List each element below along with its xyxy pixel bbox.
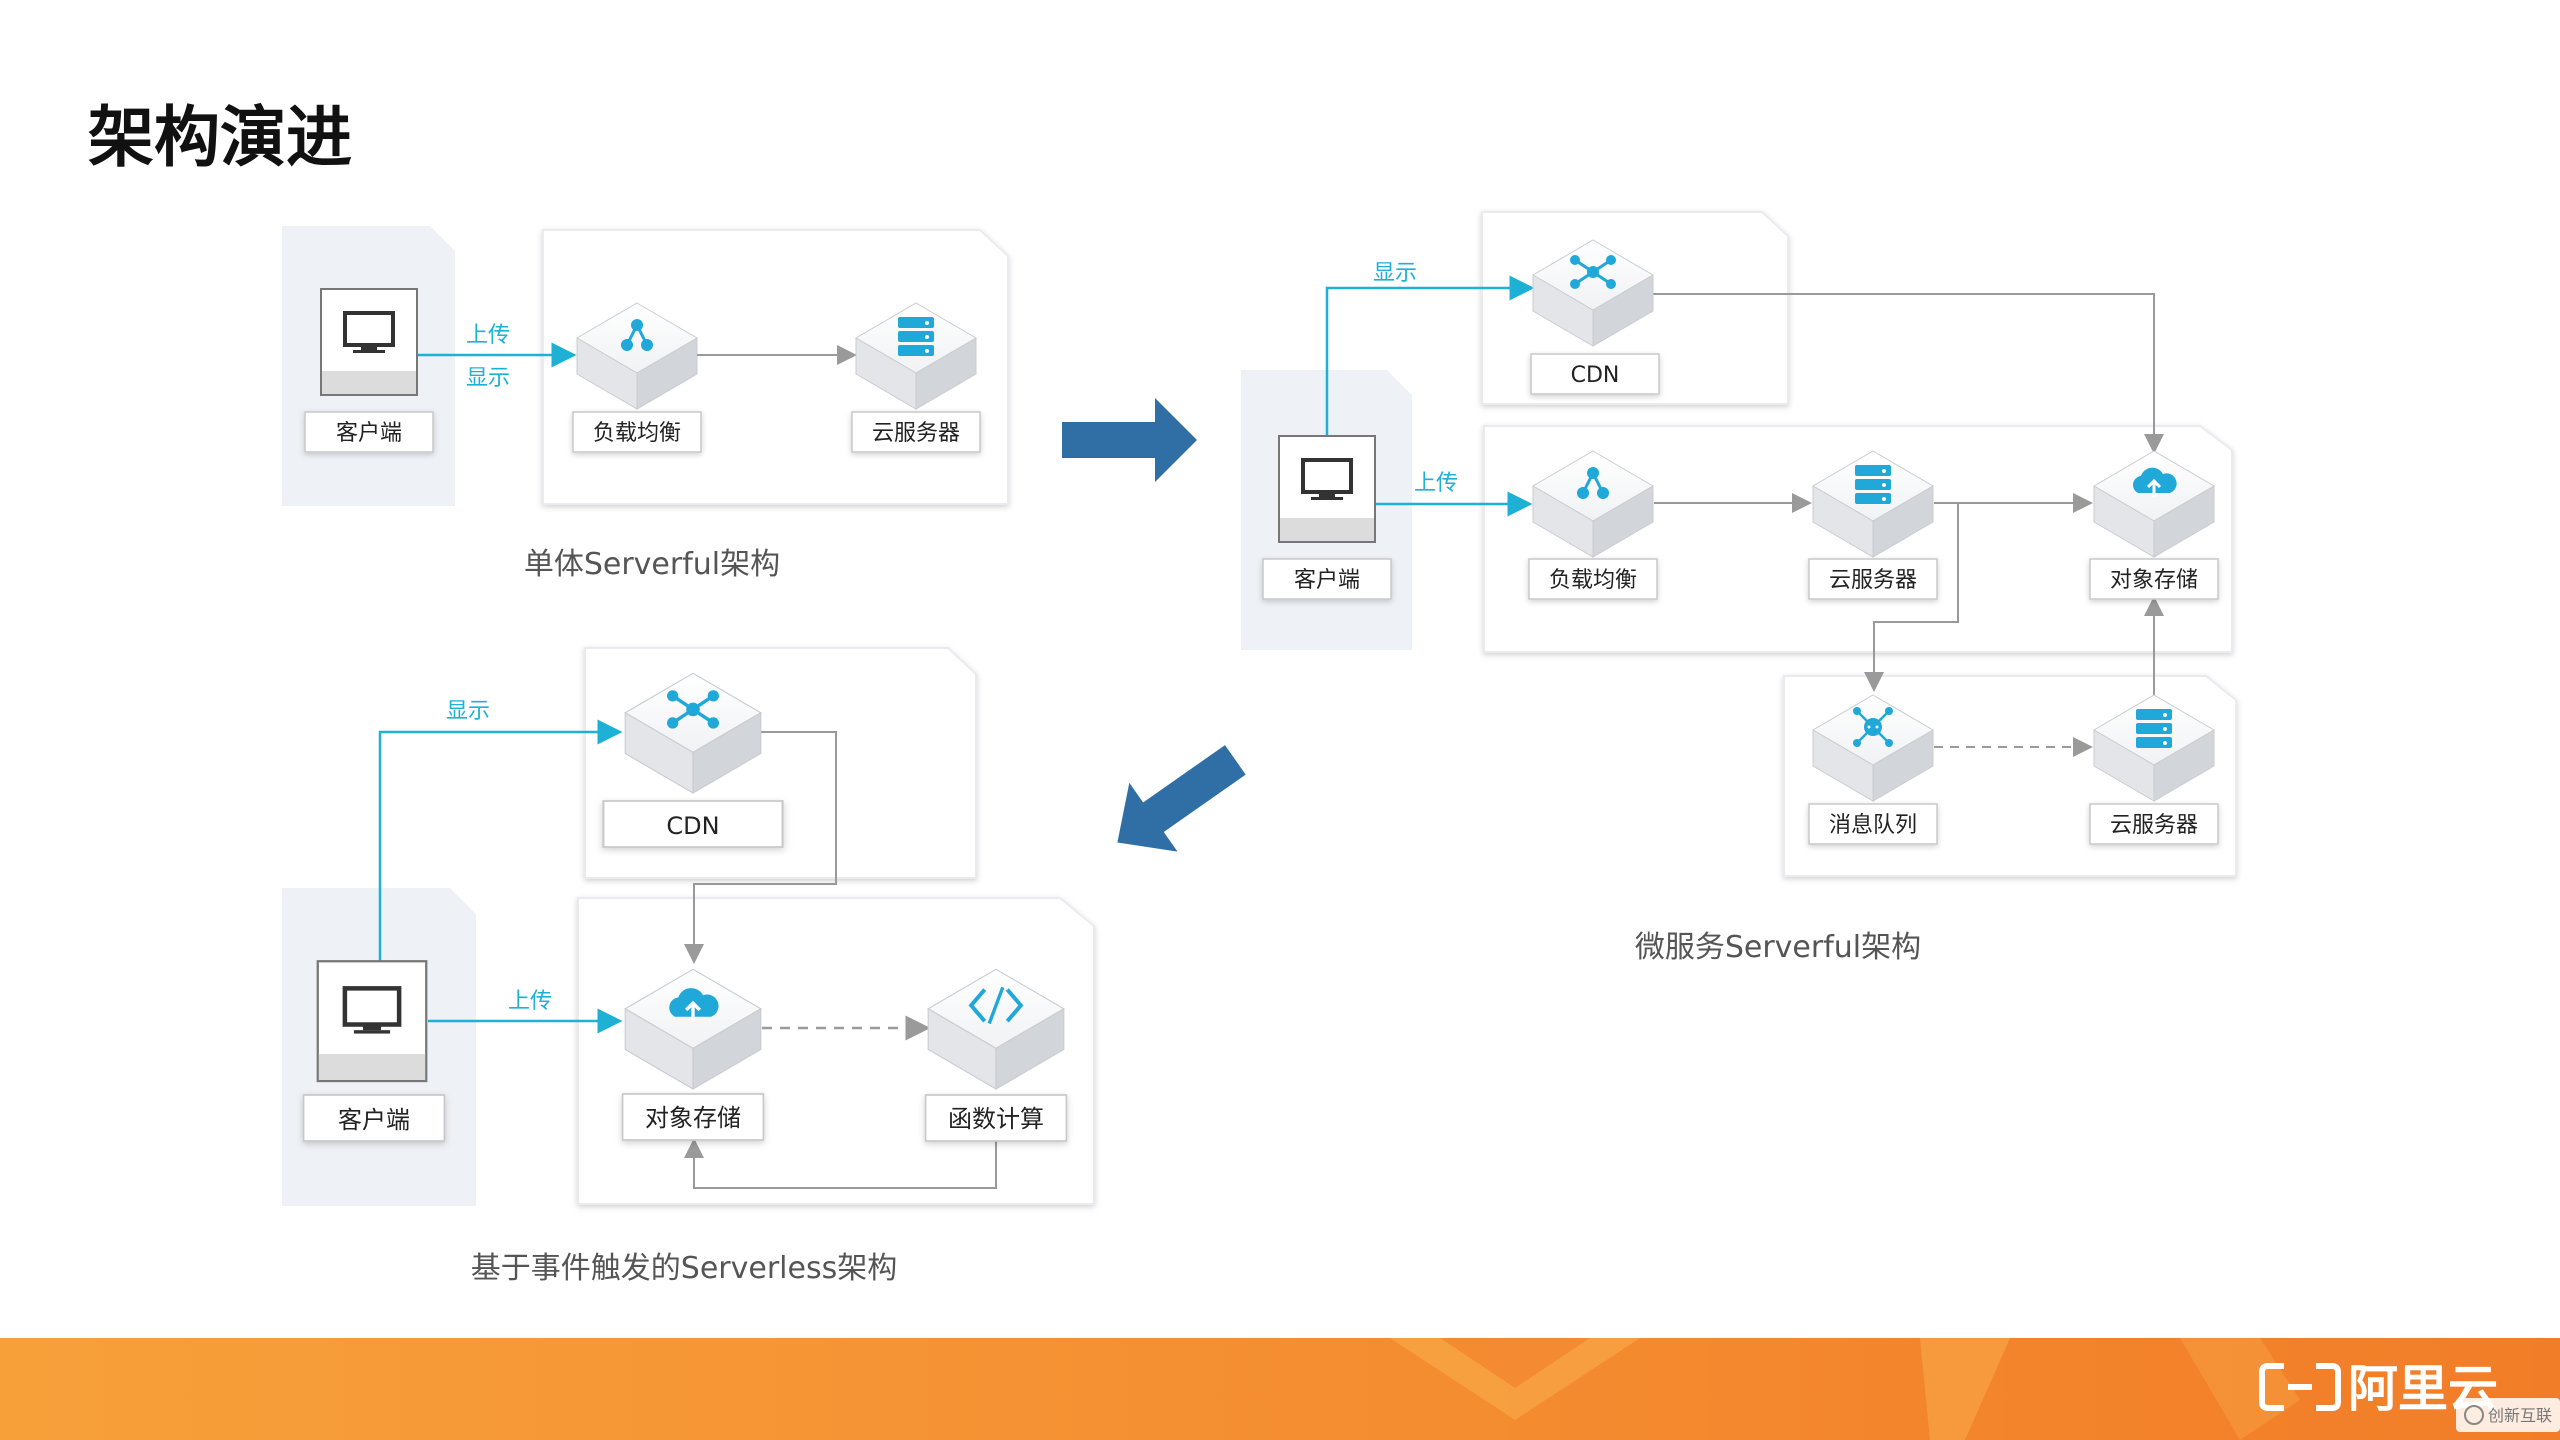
monitor-icon: [1277, 434, 1377, 544]
client-label: 客户端: [336, 421, 402, 446]
watermark-logo-icon: [2464, 1405, 2484, 1425]
transition-arrow-down-left-icon: [1117, 745, 1246, 852]
monitor-icon: [319, 287, 419, 397]
upload-edge-label: 上传: [1414, 471, 1458, 496]
cdn-label: CDN: [1571, 363, 1620, 388]
cdn-label: CDN: [666, 812, 719, 840]
upload-edge-label: 上传: [466, 323, 510, 348]
serverless-diagram: 显示 上传 CDN 客户端 对象存储 函数计算 基于事件触发的Serverles…: [282, 647, 1095, 1286]
watermark-text: 创新互联: [2488, 1406, 2552, 1425]
upload-edge-label: 上传: [508, 989, 552, 1014]
transition-arrow-right-icon: [1062, 398, 1197, 482]
cdn-to-storage-edge: [684, 731, 837, 964]
cloud-server-label: 云服务器: [1829, 568, 1917, 593]
monolith-caption: 单体Serverful架构: [524, 547, 780, 582]
message-queue-label: 消息队列: [1829, 813, 1917, 838]
client-node: [318, 961, 426, 1081]
server-stack-icon: [2136, 709, 2172, 748]
cdn-to-storage-edge: [1652, 293, 2164, 454]
object-storage-label: 对象存储: [2110, 568, 2198, 593]
client-node: [319, 287, 419, 397]
fc-to-storage-edge: [684, 1136, 997, 1189]
page-title: 架构演进: [88, 99, 352, 176]
monolith-diagram: 客户端 上传 显示 负载均衡 云服务器 单体Serverful架构: [282, 226, 1009, 582]
client-label: 客户端: [338, 1106, 410, 1134]
display-edge-label: 显示: [466, 366, 510, 391]
display-edge-label: 显示: [446, 699, 490, 724]
cloud-server-2-label: 云服务器: [2110, 813, 2198, 838]
client-to-cdn-edge: [378, 719, 623, 962]
microservice-caption: 微服务Serverful架构: [1635, 930, 1921, 965]
serverless-caption: 基于事件触发的Serverless架构: [471, 1251, 897, 1286]
server-stack-icon: [898, 317, 934, 356]
function-compute-label: 函数计算: [948, 1105, 1044, 1133]
server-to-mq-edge: [1864, 502, 1959, 692]
load-balancer-label: 负载均衡: [1549, 568, 1637, 593]
client-to-cdn-edge: [1325, 275, 1535, 436]
microservice-diagram: 显示 上传 CDN 客户端 负载均衡 云服务器 对象存储 消息队列 云服: [1241, 211, 2237, 965]
display-edge-label: 显示: [1373, 261, 1417, 286]
object-storage-label: 对象存储: [645, 1104, 741, 1132]
footer-band: 阿里云 创新互联: [0, 1338, 2560, 1440]
monitor-icon: [318, 961, 426, 1081]
client-label: 客户端: [1294, 568, 1360, 593]
aliyun-logo-icon: [2259, 1363, 2341, 1411]
server-stack-icon: [1855, 465, 1891, 504]
load-balancer-label: 负载均衡: [593, 421, 681, 446]
client-node: [1277, 434, 1377, 544]
cloud-server-label: 云服务器: [872, 421, 960, 446]
